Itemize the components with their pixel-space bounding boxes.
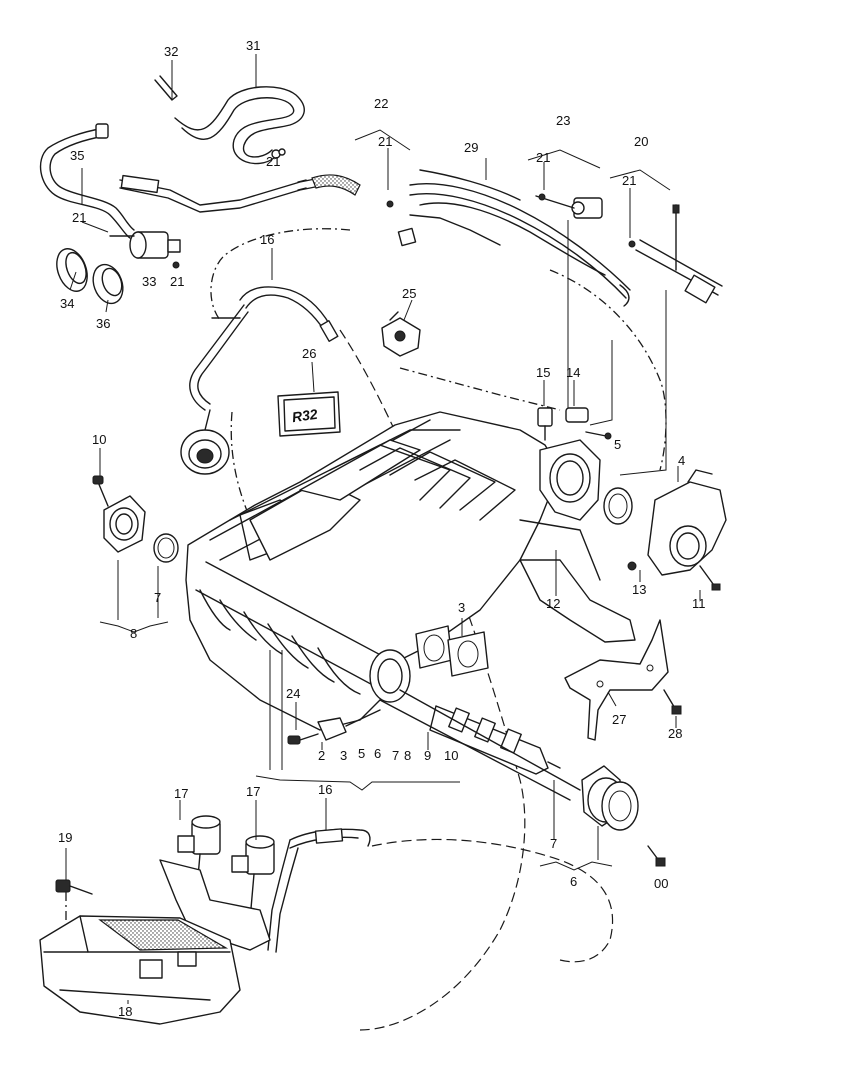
flange-6-right [539,765,666,871]
clip-21-top [271,148,286,159]
bracket-25 [381,311,421,357]
callout-16b: 16 [318,782,332,797]
callout-21b: 21 [536,150,550,165]
callout-15: 15 [536,365,550,380]
valve-17-right [231,835,275,921]
callout-17a: 17 [174,786,188,801]
connector-ring [180,409,230,475]
leader-lines [65,54,701,1004]
callout-26: 26 [302,346,316,361]
gaskets-3 [415,625,489,677]
callout-27: 27 [612,712,626,727]
hose-16-upper [189,286,339,411]
callout-3a: 3 [458,600,465,615]
callout-8: 8 [130,626,137,641]
clip-21-left [172,200,394,269]
valve-33 [109,231,181,259]
emblem-label: R32 [291,406,319,425]
hose-20 [628,204,723,304]
valve-23 [535,193,603,219]
hose-32 [154,75,178,101]
callout-10b: 10 [444,748,458,763]
callout-21a: 21 [378,134,392,149]
callout-31: 31 [246,38,260,53]
r32-emblem: R32 [277,391,341,437]
hose-16-lower [267,828,614,963]
callout-14: 14 [566,365,580,380]
callout-12: 12 [546,596,560,611]
hose-22-hatched [311,174,361,196]
callout-16a: 16 [260,232,274,247]
hose-31 [174,86,305,165]
flange-10 [92,475,146,553]
callout-24: 24 [286,686,300,701]
callout-21d: 21 [266,154,280,169]
callout-20: 20 [634,134,648,149]
callout-labels: 32 31 22 23 21 29 21 20 21 35 21 21 33 2… [58,38,706,1019]
callout-10a: 10 [92,432,106,447]
intake-manifold [185,411,636,731]
callout-34: 34 [60,296,74,311]
bolt-19 [55,879,93,930]
callout-5a: 5 [614,437,621,452]
callout-00: 00 [654,876,668,891]
sensor-2 [287,709,381,745]
callout-32: 32 [164,44,178,59]
callout-13: 13 [632,582,646,597]
callout-17b: 17 [246,784,260,799]
callout-7c: 7 [550,836,557,851]
callout-21e: 21 [72,210,86,225]
clamp-36 [92,263,124,305]
bracket-27 [564,619,682,741]
callout-29: 29 [464,140,478,155]
callout-22: 22 [374,96,388,111]
callout-7a: 7 [154,590,161,605]
callout-5b: 5 [358,746,365,761]
clamp-34 [56,248,88,292]
vacuum-lines-29 [397,169,631,307]
callout-18: 18 [118,1004,132,1019]
plug-14 [565,407,612,440]
bracket-bottom-group [255,650,460,791]
callout-19: 19 [58,830,72,845]
callout-23: 23 [556,113,570,128]
gasket-7-left [153,533,179,563]
callout-28: 28 [668,726,682,741]
callout-21f: 21 [170,274,184,289]
callout-4: 4 [678,453,685,468]
callout-11: 11 [692,596,706,611]
callout-35: 35 [70,148,84,163]
callout-21c: 21 [622,173,636,188]
valve-17-left [177,815,221,901]
callout-25: 25 [402,286,416,301]
callout-33: 33 [142,274,156,289]
hose-left-upper [119,174,321,213]
callout-6a: 6 [374,746,381,761]
callout-36: 36 [96,316,110,331]
callout-8b: 8 [404,748,411,763]
resonator-18 [39,915,241,1025]
callout-2: 2 [318,748,325,763]
callout-9: 9 [424,748,431,763]
line-to-flange-6 [379,689,581,801]
sensor-15 [537,407,553,441]
hose-35 [39,123,135,239]
callout-6b: 6 [570,874,577,889]
throttle-body-4 [603,469,727,591]
callout-3b: 3 [340,748,347,763]
callout-7b: 7 [392,748,399,763]
fuel-rail-9 [429,705,561,775]
